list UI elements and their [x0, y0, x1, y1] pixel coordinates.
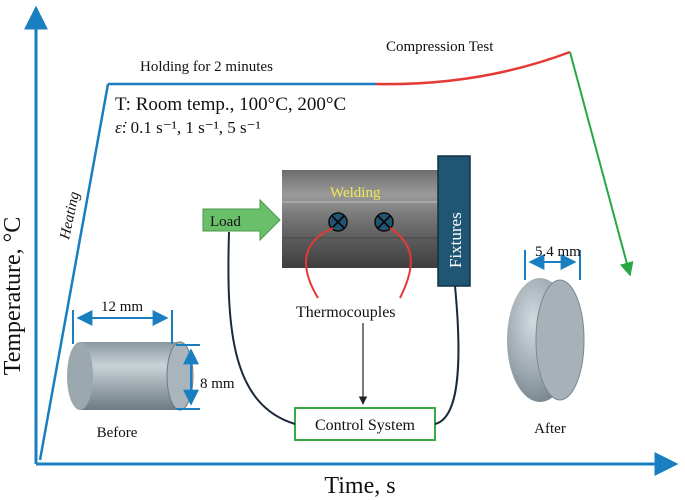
thermocouple-wire-right [389, 227, 412, 299]
load-arrow [202, 198, 281, 242]
control-system-label: Control System [315, 417, 416, 434]
after-specimen [507, 278, 585, 402]
thermocouples-label: Thermocouples [296, 304, 396, 321]
fixtures-block [437, 155, 471, 287]
before-length-label: 12 mm [101, 299, 143, 315]
strain-rate-conditions: ε̇: 0.1 s⁻¹, 1 s⁻¹, 5 s⁻¹ [115, 118, 261, 137]
fixtures-label: Fixtures [446, 212, 465, 268]
load-label: Load [210, 214, 241, 230]
before-length-dimension [72, 310, 173, 344]
before-specimen [67, 341, 194, 411]
temperature-conditions: T: Room temp., 100°C, 200°C [115, 94, 346, 115]
after-label: After [534, 421, 566, 437]
compression-label: Compression Test [386, 39, 494, 55]
after-height-label: 5.4 mm [535, 244, 581, 260]
thermocouple-wire-left [305, 227, 334, 299]
load-cable [227, 231, 296, 425]
welded-bar [282, 170, 444, 268]
heating-label: Heating [57, 190, 83, 242]
strain-rate-values: : 0.1 s⁻¹, 1 s⁻¹, 5 s⁻¹ [122, 118, 261, 137]
compression-curve [375, 50, 571, 86]
thermocouple-junction-left [328, 212, 348, 232]
control-system-box [294, 407, 436, 441]
strain-rate-symbol: ε̇ [115, 118, 127, 137]
heating-ramp [38, 83, 110, 461]
holding-label: Holding for 2 minutes [140, 59, 273, 75]
before-diameter-dimension [176, 344, 200, 410]
cooling-curve [569, 51, 634, 277]
y-axis-label: Temperature, °C [0, 217, 26, 376]
after-height-dimension [524, 250, 581, 280]
welding-label: Welding [330, 185, 381, 201]
before-diameter-label: 8 mm [200, 376, 235, 392]
before-label: Before [97, 425, 138, 441]
x-axis-label: Time, s [324, 473, 395, 499]
fixtures-cable [434, 285, 460, 425]
thermocouple-junction-right [374, 212, 394, 232]
